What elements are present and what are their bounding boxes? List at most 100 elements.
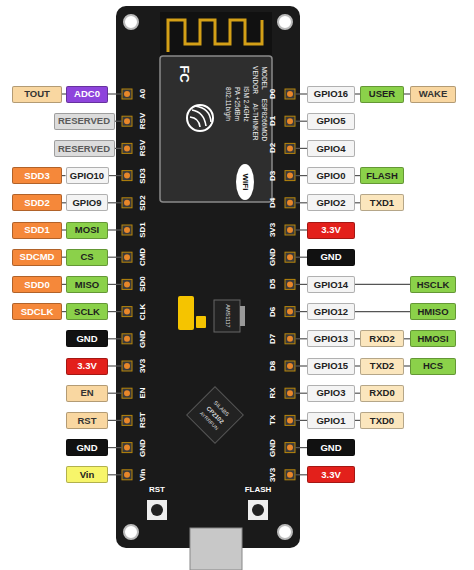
pin-function-box: HMISO [410,303,456,320]
pin-function-box: WAKE [410,86,456,103]
pin-function-text: HMOSI [417,334,448,344]
pin-function-text: TXD1 [370,198,394,208]
rst-button [147,500,167,520]
pin-name: RSV [139,113,147,129]
leader-lines [108,94,307,475]
pin-pad [122,443,132,453]
pin-pad [122,415,132,425]
flash-button [248,500,268,520]
esp-module-shield [160,56,272,202]
leader-line [108,393,122,394]
pin-function-box: GPIO0 [307,167,355,184]
pin-function-text: GPIO2 [316,198,345,208]
pin-name: CMD [139,248,147,266]
pin-function-text: RESERVED [58,144,110,154]
pin-pad [122,225,132,235]
pin-hole [124,363,130,369]
board-marking: 802.11b/g/n [225,87,232,121]
usb-uart-chip [187,387,244,444]
pin-pad [285,307,295,317]
pin-header [122,89,295,480]
leader-line [295,284,307,285]
pin-pad [122,198,132,208]
pin-function-text: GND [320,443,341,453]
pin-pad [122,470,132,480]
board-marking: FC [178,65,191,82]
pin-function-text: GPIO5 [316,116,345,126]
rst-button-cap [151,504,163,516]
pin-function-text: SDD0 [24,280,49,290]
leader-line [295,365,307,366]
leader-line [295,257,307,258]
antenna-trace [168,20,262,52]
pin-function-box: TOUT [12,86,62,103]
pin-name: D5 [269,279,277,289]
pin-function-box: TXD0 [360,412,404,429]
pin-function-text: GPIO16 [314,89,348,99]
pin-hole [124,281,130,287]
pin-pad [285,171,295,181]
pin-function-box: GND [66,439,108,456]
pin-hole [287,309,293,315]
regulator-tab [240,306,245,326]
leader-line [108,420,122,421]
pin-function-text: GND [76,443,97,453]
pin-hole [124,145,130,151]
leader-line [295,121,307,122]
pin-function-box: GND [66,330,108,347]
capacitor [196,316,206,328]
pin-pad [285,143,295,153]
pin-function-box: RXD0 [360,385,404,402]
pin-pad [285,198,295,208]
pin-pad [122,361,132,371]
leader-line [108,447,122,448]
pin-function-text: SDCMD [20,252,55,262]
leader-line [108,229,122,230]
pin-function-box: RXD2 [360,330,404,347]
pin-function-box: SDCMD [12,249,62,266]
pin-name: CLK [139,303,147,319]
pin-function-text: GPIO12 [314,307,348,317]
pin-function-box: SDCLK [12,303,62,320]
pin-function-text: 3.3V [321,470,341,480]
pin-hole [124,91,130,97]
pin-function-box: GPIO10 [66,167,109,184]
pin-function-text: TXD0 [370,416,394,426]
leader-line [108,311,122,312]
pin-function-text: RXD2 [369,334,394,344]
pin-pad [122,279,132,289]
pin-hole [287,390,293,396]
espressif-logo-swirl [190,106,211,127]
leader-line [295,474,307,475]
pin-name: 3V3 [139,359,147,373]
pin-function-box: GPIO9 [66,194,108,211]
mount-hole [278,525,292,539]
pin-function-text: RXD0 [369,388,394,398]
pin-name: RX [269,388,277,399]
pin-pad [122,89,132,99]
pin-name: D2 [269,143,277,153]
pin-function-text: GND [320,252,341,262]
pin-pad [285,415,295,425]
pin-function-text: SCLK [74,307,100,317]
pin-hole [124,227,130,233]
leader-line [295,229,307,230]
pin-function-box: 3.3V [66,358,108,375]
leader-line [295,175,307,176]
board-marking: VENDOR [252,66,259,94]
pin-name: RST [139,412,147,428]
pin-pad [122,334,132,344]
pin-name: D6 [269,306,277,316]
pin-function-box: GPIO3 [307,385,355,402]
pin-hole [287,227,293,233]
pin-name: 3V3 [269,223,277,237]
pin-name: D7 [269,334,277,344]
pin-function-text: TXD2 [370,361,394,371]
pin-hole [287,173,293,179]
pin-function-text: WAKE [419,89,448,99]
pin-function-text: SDD3 [24,171,49,181]
mount-hole [278,15,292,29]
leader-line [295,93,307,94]
pin-function-box: USER [360,86,404,103]
pin-function-box: CS [66,249,108,266]
